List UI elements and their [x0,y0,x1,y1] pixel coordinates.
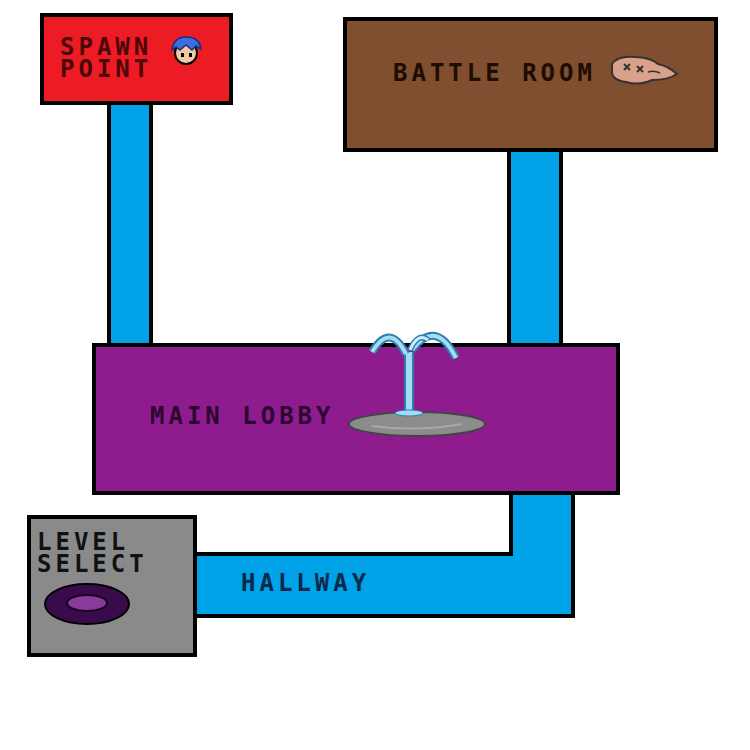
corridor-stroke [111,105,149,343]
spawn-room: SPAWN POINT [40,13,233,105]
corridor-label: HALLWAY [238,571,373,595]
corridor-connector [535,152,536,343]
corridor-stroke [107,105,153,343]
corridor-stroke [507,152,563,343]
battle-room: BATTLE ROOM [343,17,718,152]
room-label: MAIN LOBBY [150,405,335,427]
player-head-icon [172,37,201,64]
room-label: BATTLE ROOM [393,62,596,84]
room-label: SPAWN POINT [60,36,175,80]
portal-icon [45,584,129,624]
corridor-connector [130,105,131,343]
fountain-illustration [349,336,485,436]
level-select-room: LEVEL SELECT [27,515,197,657]
defeated-creature-icon [612,57,677,84]
room-label: LEVEL SELECT [37,531,157,575]
corridor-stroke [511,152,559,343]
main-lobby: MAIN LOBBY [92,343,620,495]
